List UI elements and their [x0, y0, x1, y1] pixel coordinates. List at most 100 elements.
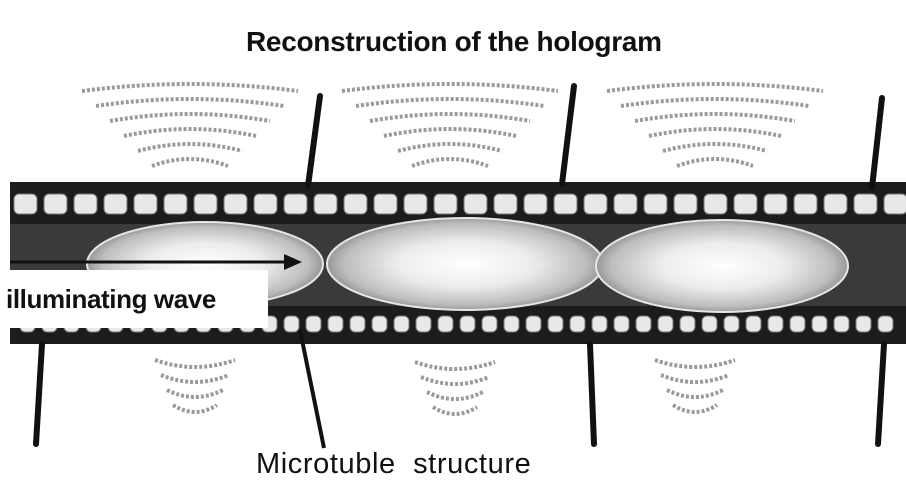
structure-caption: Microtuble structure	[256, 448, 531, 481]
wave-arc-top	[663, 144, 767, 151]
wave-arc-top	[398, 144, 502, 151]
tubulin-dimer	[328, 316, 343, 332]
tubulin-dimer	[524, 194, 547, 214]
wave-arc-bottom	[161, 375, 229, 382]
marker-line-bottom-1	[36, 344, 42, 444]
wave-arc-bottom	[167, 390, 223, 397]
wave-arc-top	[621, 99, 809, 106]
tubulin-dimer	[164, 194, 187, 214]
wave-arc-bottom	[661, 375, 729, 382]
tubulin-dimer	[724, 316, 739, 332]
lens-2	[327, 218, 603, 310]
tubulin-dimer	[884, 194, 906, 214]
tubulin-dimer	[734, 194, 757, 214]
wave-arc-top	[370, 114, 530, 121]
wave-arcs-bottom	[155, 360, 735, 414]
tubulin-dimer	[674, 194, 697, 214]
tubulin-dimer	[614, 316, 629, 332]
wave-arc-top	[96, 99, 284, 106]
tubulin-dimer	[494, 194, 517, 214]
tubulin-dimer	[856, 316, 871, 332]
tubulin-dimer	[614, 194, 637, 214]
tubulin-dimer	[878, 316, 893, 332]
tubulin-dimer	[394, 316, 409, 332]
tubulin-dimer	[404, 194, 427, 214]
tubulin-dimer	[680, 316, 695, 332]
tubulin-dimer	[824, 194, 847, 214]
tubulin-dimer	[438, 316, 453, 332]
wave-arc-bottom	[415, 362, 495, 369]
tubulin-dimer	[812, 316, 827, 332]
tubulin-dimer	[746, 316, 761, 332]
tubulin-dimer	[584, 194, 607, 214]
tubulin-dimer	[548, 316, 563, 332]
tubulin-dimer	[592, 316, 607, 332]
tubulin-dimer	[790, 316, 805, 332]
diagram-title: Reconstruction of the hologram	[246, 26, 662, 58]
wave-arc-top	[412, 159, 488, 166]
tubulin-dimer	[702, 316, 717, 332]
wave-arc-bottom	[667, 390, 723, 397]
wave-arc-top	[342, 84, 558, 91]
marker-line-top-1	[308, 96, 320, 186]
wave-arc-top	[124, 129, 256, 136]
wave-arc-top	[607, 84, 823, 91]
wave-arc-top	[152, 159, 228, 166]
tubulin-dimer	[854, 194, 877, 214]
wave-arc-top	[356, 99, 544, 106]
marker-line-bottom-2	[590, 344, 594, 444]
tubulin-dimer	[104, 194, 127, 214]
wave-arc-bottom	[427, 392, 483, 399]
tubulin-dimer	[482, 316, 497, 332]
caption-pointer-line	[300, 330, 324, 448]
marker-line-top-2	[562, 86, 574, 184]
tubulin-dimer	[372, 316, 387, 332]
tubulin-dimer	[134, 194, 157, 214]
wave-arc-bottom	[155, 360, 235, 367]
wave-arc-top	[384, 129, 516, 136]
tubulin-dimer	[554, 194, 577, 214]
tubulin-dimer	[374, 194, 397, 214]
wave-arc-bottom	[421, 377, 489, 384]
wave-arc-top	[110, 114, 270, 121]
tubulin-dimer	[504, 316, 519, 332]
tubulin-dimer	[284, 316, 299, 332]
tubulin-dimer	[460, 316, 475, 332]
tubulin-dimer	[306, 316, 321, 332]
tubulin-dimer	[194, 194, 217, 214]
tubulin-dimer	[224, 194, 247, 214]
tubulin-dimer	[658, 316, 673, 332]
tubulin-dimer	[254, 194, 277, 214]
wave-arc-bottom	[173, 405, 217, 412]
wave-arc-top	[635, 114, 795, 121]
tubulin-dimer	[570, 316, 585, 332]
tubulin-dimer	[284, 194, 307, 214]
tubulin-dimer	[644, 194, 667, 214]
tubulin-dimer	[768, 316, 783, 332]
wave-arcs-top	[82, 84, 823, 166]
tubulin-dimer	[74, 194, 97, 214]
marker-line-top-3	[872, 98, 882, 188]
wave-arc-bottom	[655, 360, 735, 367]
tubulin-dimer	[526, 316, 541, 332]
tubulin-dimer	[464, 194, 487, 214]
wave-arc-top	[677, 159, 753, 166]
tubulin-dimer	[794, 194, 817, 214]
lens-3	[596, 220, 848, 312]
marker-line-bottom-3	[878, 344, 884, 444]
tubulin-dimer	[14, 194, 37, 214]
tubulin-dimer	[834, 316, 849, 332]
tubulin-dimer	[764, 194, 787, 214]
tubulin-dimer	[344, 194, 367, 214]
wave-arc-bottom	[433, 407, 477, 414]
tubulin-dimer	[434, 194, 457, 214]
tubulin-dimer	[416, 316, 431, 332]
tubulin-dimer	[350, 316, 365, 332]
tubulin-dimer	[704, 194, 727, 214]
wave-arc-bottom	[673, 405, 717, 412]
wave-arc-top	[138, 144, 242, 151]
tubulin-dimer	[636, 316, 651, 332]
illuminating-wave-label: illuminating wave	[6, 284, 216, 315]
wave-arc-top	[649, 129, 781, 136]
